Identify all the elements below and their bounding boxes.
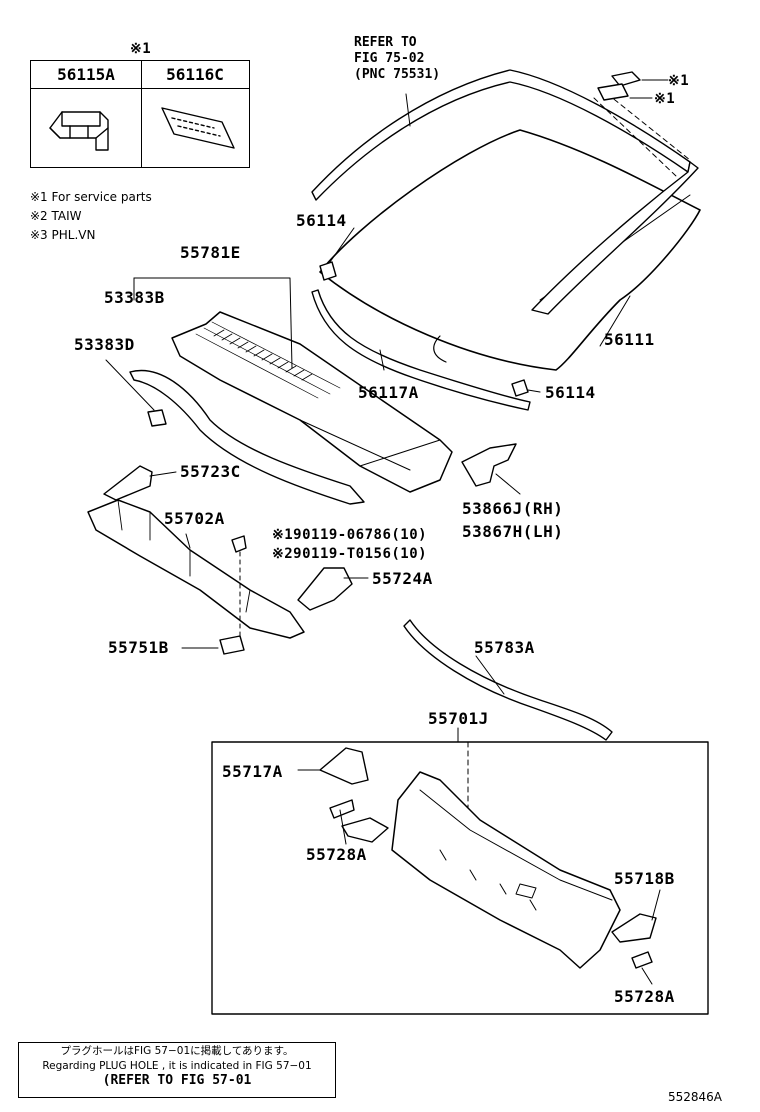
refer-to-line3: (PNC 75531) [354,67,441,82]
plug-hole-note-jp: プラグホールはFIG 57−01に掲載してあります。 [60,1045,294,1057]
cowl-panel-55702A [87,499,305,639]
label-55718B: 55718B [614,869,675,888]
bracket-mount-left [341,817,389,843]
label-55728A-upper: 55728A [306,845,367,864]
bracket-55718B [611,913,657,943]
bracket-55724A [297,567,353,611]
grommet-55751B [219,635,245,655]
label-55783A: 55783A [474,638,535,657]
pad-55728A-upper [329,799,355,819]
legend-col-56116C: 56116C [141,61,249,89]
label-56114-upper: 56114 [296,211,347,230]
label-56114-lower: 56114 [545,383,596,402]
clip-56115A-drawing [49,111,109,151]
service-clip-drawing [597,71,669,101]
clip-53383D [147,409,167,427]
refer-to-line2: FIG 75-02 [354,51,425,66]
label-55717A: 55717A [222,762,283,781]
footnote-3: ※3 PHL.VN [30,228,96,242]
harness-wire [433,335,447,363]
footnote-2: ※2 TAIW [30,209,82,223]
label-55728A-lower: 55728A [614,987,675,1006]
plug-hole-note-ref: (REFER TO FIG 57-01 [102,1073,252,1088]
legend-col-56115A: 56115A [31,61,141,89]
bracket-55717A [319,747,369,785]
label-55723C: 55723C [180,462,241,481]
catalog-id: 552846A [668,1090,723,1104]
plug-hole-note: プラグホールはFIG 57−01に掲載してあります。 Regarding PLU… [18,1042,336,1098]
label-55751B: 55751B [108,638,169,657]
bracket-55723C [103,465,153,501]
legend-divider [141,61,142,167]
label-53383B: 53383B [104,288,165,307]
cowl-seal-55783A [403,619,613,741]
label-53867H: 53867H(LH) [462,522,564,541]
clip-56114-upper [319,261,337,281]
label-53383D: 53383D [74,335,135,354]
clip-56114-lower [511,379,529,397]
cowl-louver-55781E [171,311,453,493]
footnote-1: ※1 For service parts [30,190,152,204]
label-90119-06786: ※190119-06786(10) [272,527,428,543]
refer-to-line1: REFER TO [354,35,417,50]
cowl-side-cover-53866J [461,443,517,487]
label-53866J: 53866J(RH) [462,499,564,518]
label-55781E: 55781E [180,243,241,262]
service-mark-upper: ※1 [668,73,690,89]
plug-hole-note-en: Regarding PLUG HOLE , it is indicated in… [42,1060,312,1072]
cowl-assembly-frame [211,741,709,1015]
clip-56116C-drawing [161,107,235,149]
bolt-90119 [231,535,247,553]
windshield-upper-molding [311,69,699,315]
louver-seal-53383D [129,369,365,505]
label-55702A: 55702A [164,509,225,528]
label-55701J: 55701J [428,709,489,728]
label-55724A: 55724A [372,569,433,588]
pad-55728A-lower [631,951,653,969]
legend-header-mark: ※1 [130,41,152,57]
service-mark-lower: ※1 [654,91,676,107]
label-56111: 56111 [604,330,655,349]
label-90119-T0156: ※290119-T0156(10) [272,546,428,562]
cowl-top-panel-55701J [391,771,621,969]
legend-box: 56115A 56116C [30,60,250,168]
label-56117A: 56117A [358,383,419,402]
windshield-lower-molding-56117A [311,289,531,411]
